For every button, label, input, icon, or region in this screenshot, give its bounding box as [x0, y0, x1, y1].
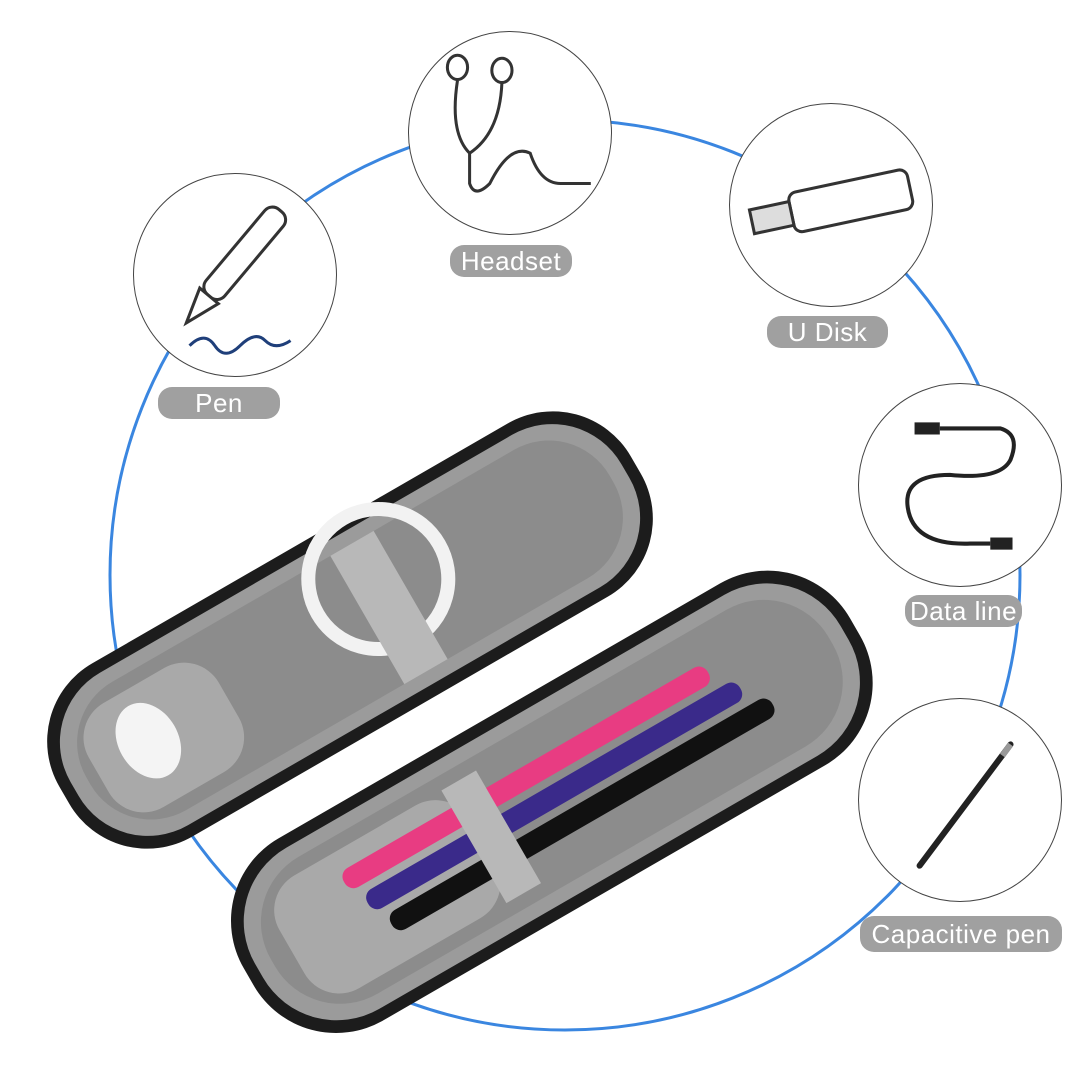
usb-drive-icon — [747, 168, 915, 236]
headset-icon — [445, 53, 591, 193]
headset-bubble — [408, 31, 612, 235]
stylus-icon — [916, 741, 1014, 869]
pink-pen — [342, 666, 710, 889]
cable-icon — [905, 422, 1016, 550]
headset-label: Headset — [450, 245, 572, 277]
capacitive-pen-label: Capacitive pen — [860, 916, 1062, 952]
u-disk-label: U Disk — [767, 316, 888, 348]
u-disk-bubble — [729, 103, 933, 307]
capacitive-pen-bubble — [858, 698, 1062, 902]
fountain-pen-icon — [183, 205, 292, 355]
purple-pen — [366, 682, 743, 910]
data-line-label: Data line — [905, 595, 1022, 627]
black-pen — [389, 698, 775, 931]
elastic-strap — [441, 770, 542, 904]
pen-bubble — [133, 173, 337, 377]
case-base — [230, 570, 873, 1033]
case-lid — [47, 411, 653, 849]
data-line-bubble — [858, 383, 1062, 587]
pen-label: Pen — [158, 387, 280, 419]
elastic-strap — [330, 530, 448, 685]
earbuds — [115, 702, 182, 779]
